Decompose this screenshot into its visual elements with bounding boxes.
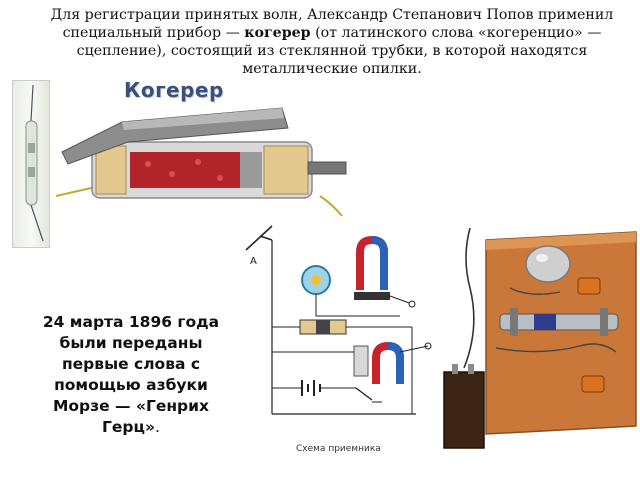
coil-bottom-icon bbox=[581, 375, 605, 393]
schema-caption: Схема приемника bbox=[296, 444, 381, 454]
intro-term: когерер bbox=[244, 25, 311, 41]
glass-tube-icon bbox=[25, 84, 44, 242]
coherer-illustration bbox=[55, 107, 347, 217]
coherer-photo bbox=[12, 80, 50, 248]
antenna-icon bbox=[245, 225, 273, 251]
intro-text-part2: (от латинского слова «когеренцио» — сцеп… bbox=[76, 25, 602, 77]
coherer-title: Когерер bbox=[124, 78, 224, 102]
fact-text: 24 марта 1896 года были переданы первые … bbox=[24, 312, 238, 438]
receiver-schema: A bbox=[245, 225, 432, 415]
intro-text-part1: Для регистрации принятых волн, Александр… bbox=[50, 7, 614, 41]
receiver-photo bbox=[443, 228, 637, 449]
coil-top-icon bbox=[577, 277, 601, 295]
intro-paragraph: Для регистрации принятых волн, Александр… bbox=[40, 6, 624, 78]
switch-icon bbox=[355, 387, 373, 401]
fact-period: . bbox=[155, 418, 160, 436]
battery-box-icon bbox=[443, 371, 485, 449]
fact-sentence: 24 марта 1896 года были переданы первые … bbox=[42, 313, 220, 436]
receiver-bell-icon bbox=[525, 245, 571, 283]
antenna-label: A bbox=[250, 256, 257, 267]
receiver-coherer-icon bbox=[499, 313, 619, 331]
